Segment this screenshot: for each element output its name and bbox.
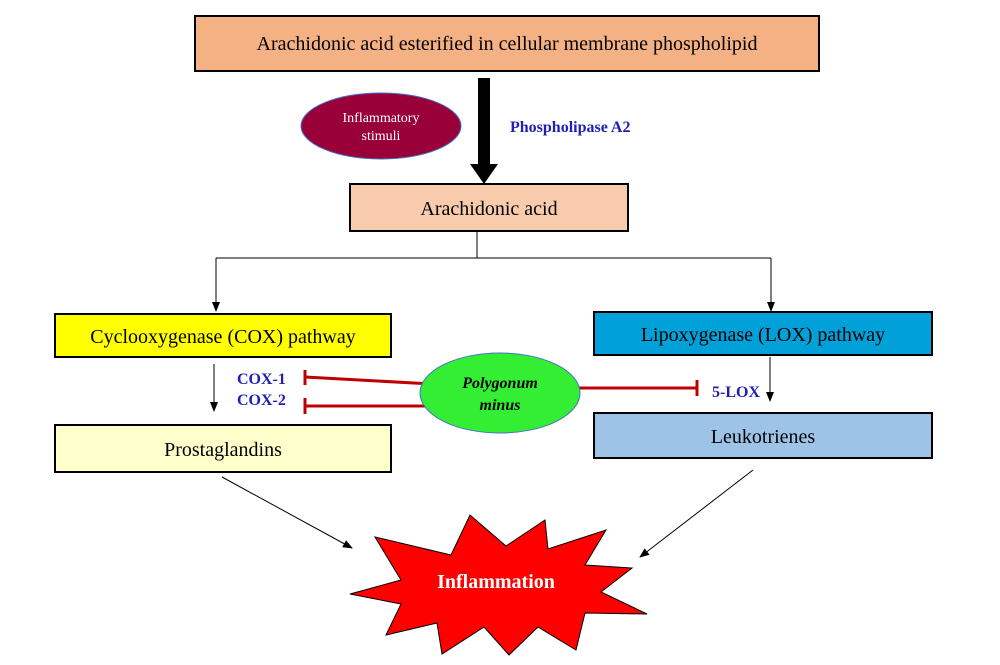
membrane-phospholipid-box: Arachidonic acid esterified in cellular … (194, 15, 820, 72)
cox-pathway-box: Cyclooxygenase (COX) pathway (54, 313, 392, 358)
arachidonic-acid-box: Arachidonic acid (349, 183, 629, 232)
prostaglandins-label: Prostaglandins (164, 439, 282, 461)
leukotrienes-box: Leukotrienes (593, 412, 933, 459)
5-lox-label: 5-LOX (712, 384, 760, 401)
inflammatory-stimuli-line2: stimuli (362, 129, 401, 144)
phospholipase-a2-label: Phospholipase A2 (510, 119, 630, 136)
cox2-label: COX-2 (237, 392, 286, 409)
prostaglandins-to-inflammation-arrow (221, 476, 353, 549)
branch-connectors (212, 231, 775, 312)
lox-pathway-box: Lipoxygenase (LOX) pathway (593, 311, 933, 356)
polygonum-minus-ellipse: Polygonum minus (419, 352, 581, 434)
prostaglandins-box: Prostaglandins (54, 424, 392, 473)
leukotrienes-to-inflammation-arrow (639, 469, 754, 558)
lox-pathway-label: Lipoxygenase (LOX) pathway (641, 324, 885, 346)
membrane-phospholipid-label: Arachidonic acid esterified in cellular … (257, 33, 758, 55)
inhibition-lines (303, 370, 699, 414)
cox1-inhibition-line (304, 375, 433, 386)
polygonum-line2: minus (480, 397, 521, 414)
inflammatory-stimuli-line1: Inflammatory (343, 111, 420, 126)
inflammation-starburst: Inflammation (349, 514, 648, 656)
arachidonic-acid-label: Arachidonic acid (420, 198, 557, 220)
cox1-label: COX-1 (237, 371, 286, 388)
inflammatory-stimuli-ellipse: Inflammatory stimuli (300, 92, 462, 160)
inflammation-label: Inflammation (437, 571, 555, 593)
polygonum-line1: Polygonum (461, 375, 538, 392)
phospholipase-arrow (470, 78, 498, 184)
leukotrienes-label: Leukotrienes (711, 426, 816, 448)
cox-pathway-label: Cyclooxygenase (COX) pathway (90, 326, 356, 348)
